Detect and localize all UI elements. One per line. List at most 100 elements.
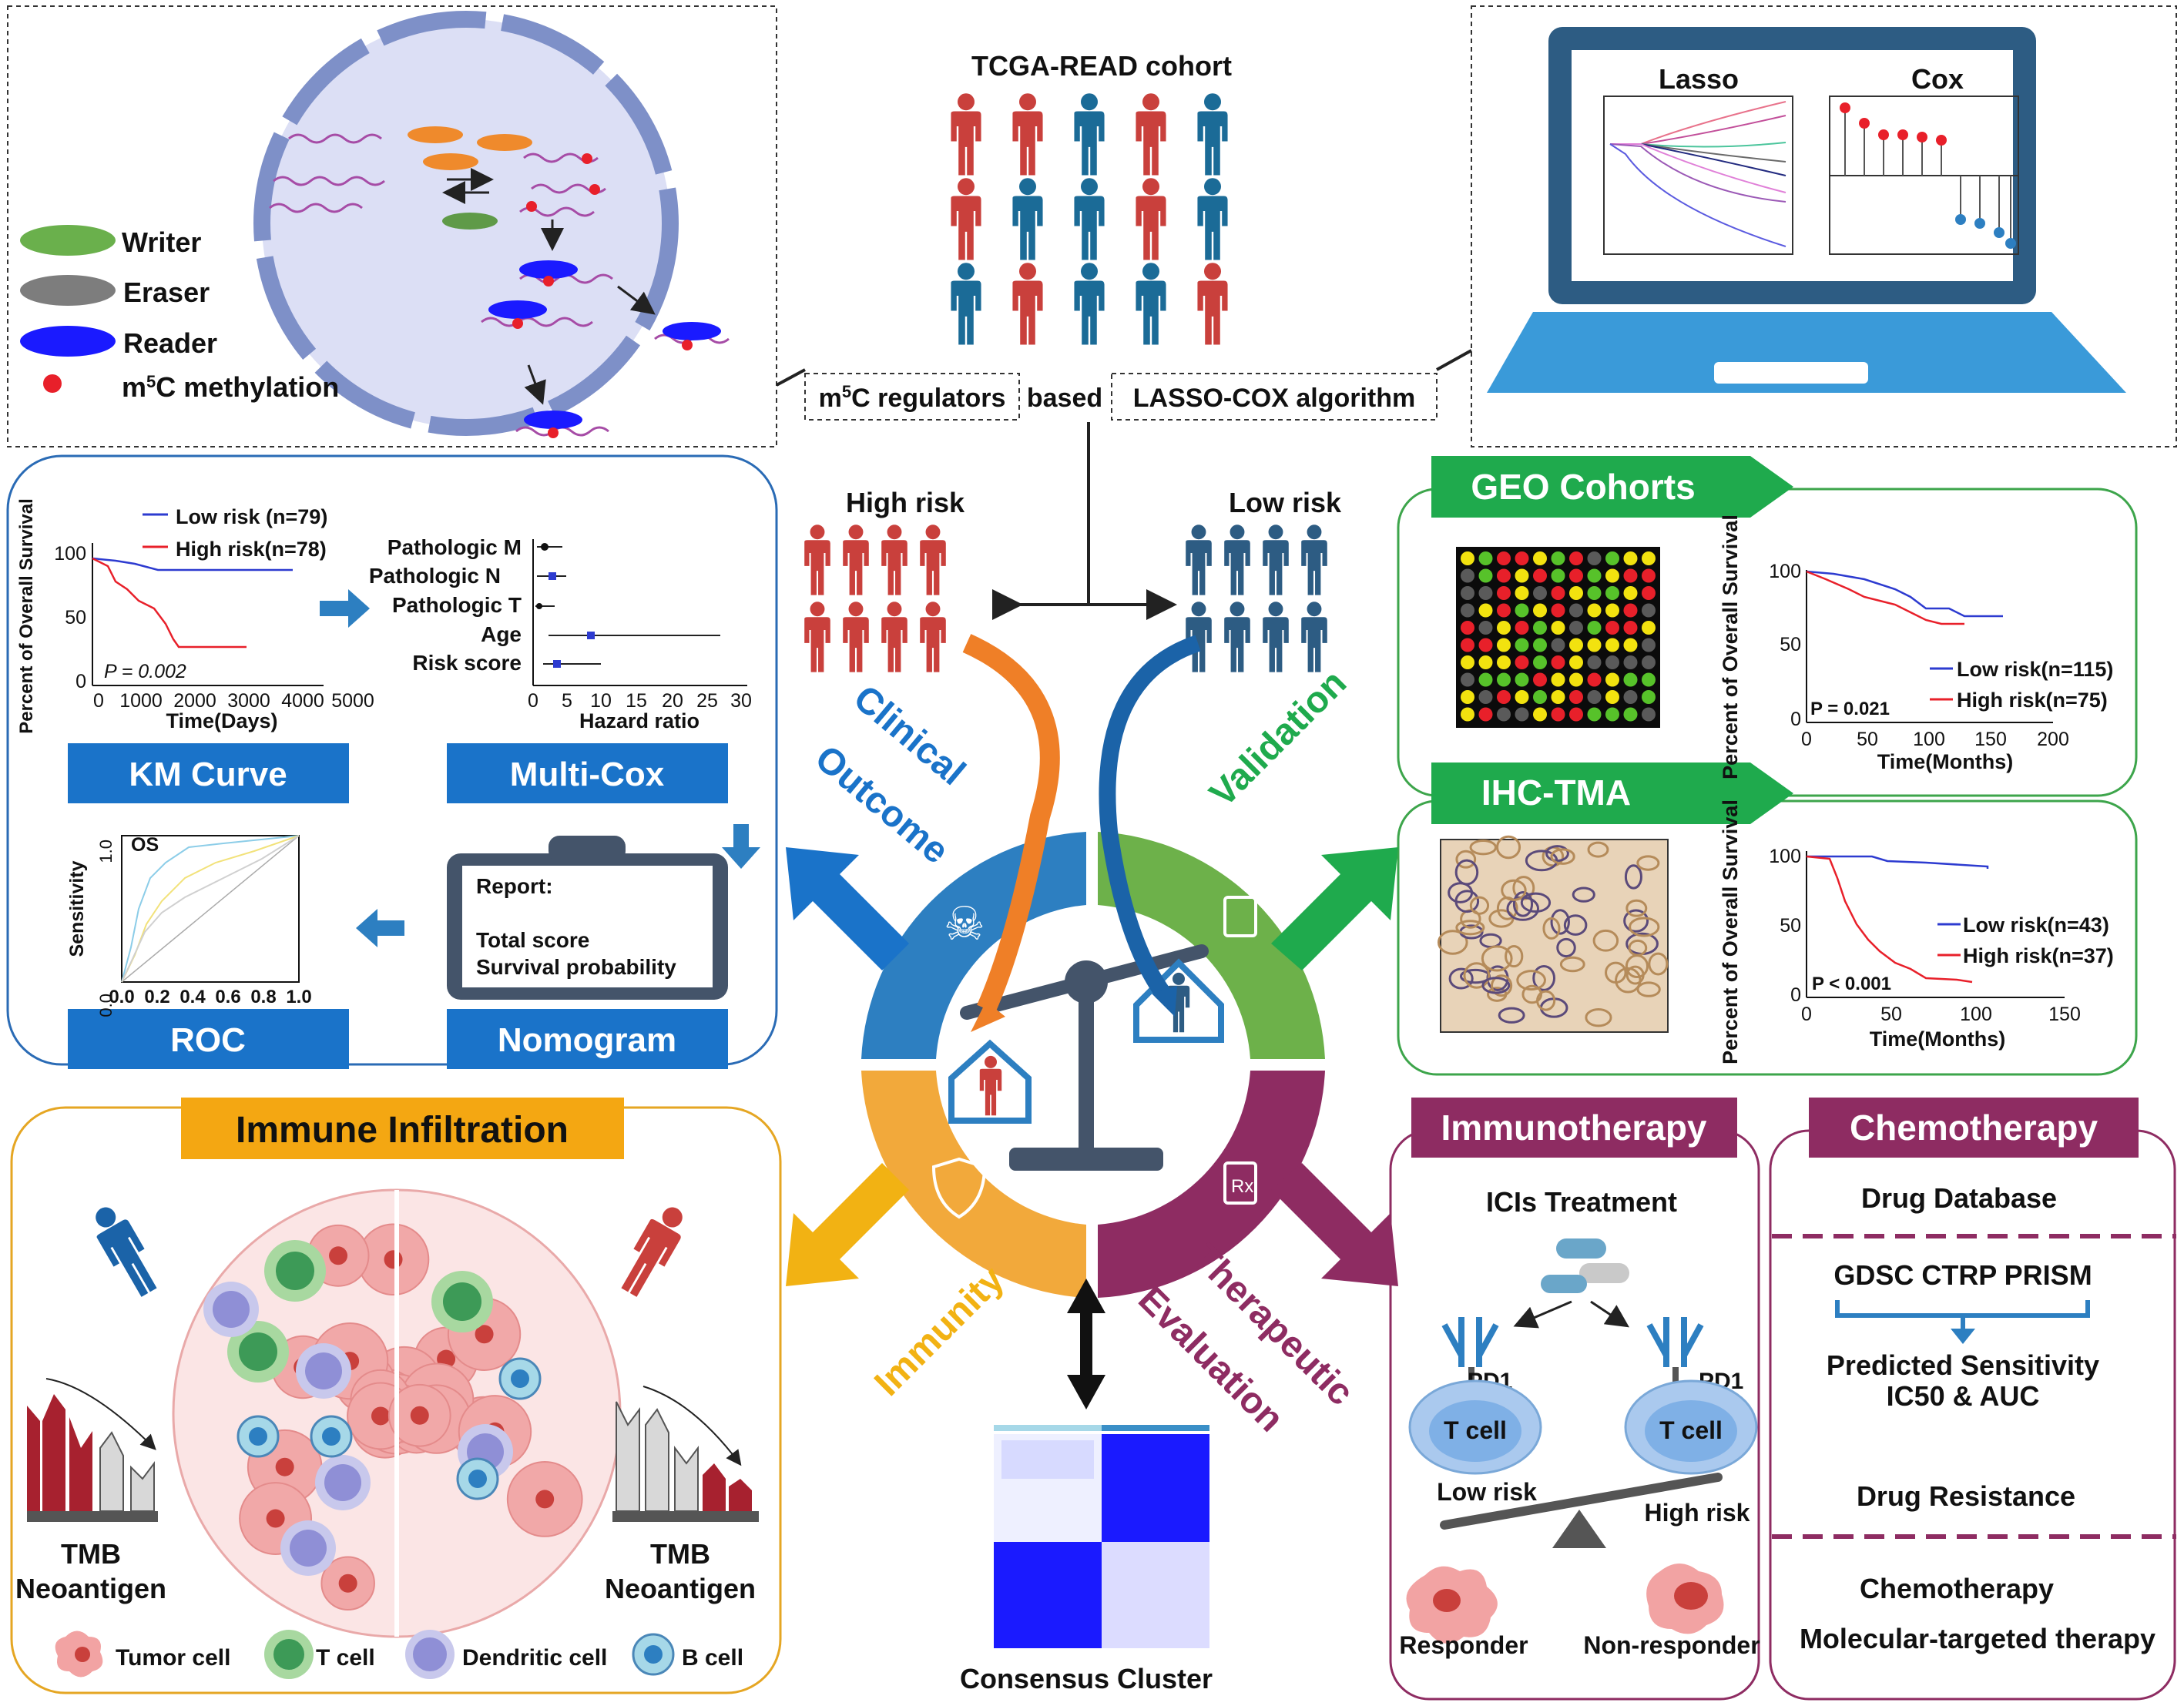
cohort-label-algorithm: LASSO-COX algorithm	[1133, 384, 1415, 413]
ihc-gland	[1615, 967, 1642, 994]
cohort-person	[1136, 93, 1166, 176]
low-risk-person	[1263, 602, 1289, 672]
cohort-crowd	[951, 93, 1228, 345]
km-xlabel: Time(Days)	[166, 709, 277, 732]
microarray-spot	[1569, 672, 1583, 687]
microarray-spot	[1569, 621, 1583, 635]
b-cell-nucleus	[322, 1427, 341, 1446]
legend-dendritic-cell: Dendritic cell	[462, 1645, 607, 1671]
forest-xtick: 15	[626, 690, 647, 712]
microarray-spot	[1551, 707, 1565, 722]
roc-ylabel: Sensitivity	[66, 860, 88, 957]
microarray-spot	[1642, 568, 1656, 583]
microarray-spot	[1478, 551, 1493, 565]
falling-person-high-risk	[613, 1199, 693, 1302]
microarray-spot	[1605, 603, 1619, 618]
immunotherapy-panel: Immunotherapy ICIs Treatment PD1 PD1 T c…	[1389, 1098, 1760, 1701]
roc-xtick: 0.4	[179, 987, 206, 1007]
microarray-spot	[1623, 603, 1638, 618]
falling-person-low-risk	[85, 1199, 165, 1302]
ihc-gland	[1469, 840, 1498, 856]
cohort-person	[1197, 93, 1228, 176]
high-risk-person	[804, 525, 830, 595]
ihc-gland	[1636, 981, 1661, 997]
microarray-spot	[1623, 690, 1638, 704]
low-risk-person	[1301, 525, 1327, 595]
microarray-spot	[1461, 672, 1474, 687]
microarray-spot	[1461, 621, 1474, 635]
consensus-cluster: Consensus Cluster	[960, 1425, 1213, 1694]
microarray-spot	[1461, 638, 1474, 652]
laptop-base	[1487, 312, 2126, 393]
forest-xlabel: Hazard ratio	[579, 709, 699, 732]
icis-treatment: ICIs Treatment	[1486, 1186, 1677, 1218]
geo-xlabel: Time(Months)	[1877, 750, 2014, 773]
cox-title: Cox	[1911, 63, 1964, 95]
cohort-person	[1012, 178, 1043, 260]
low-risk-person	[1186, 525, 1212, 595]
microarray-spot	[1642, 586, 1656, 600]
ihc-gland	[1625, 899, 1648, 917]
ihc-gland	[1448, 967, 1474, 990]
geo-title: GEO Cohorts	[1471, 467, 1695, 507]
ihc-gland	[1625, 954, 1649, 978]
microarray-spot	[1569, 568, 1583, 583]
cohort-title: TCGA-READ cohort	[971, 50, 1232, 82]
high-risk-person	[881, 525, 907, 595]
microarray-spot	[1642, 690, 1656, 704]
laptop-panel: Lasso Cox	[1471, 5, 2177, 447]
microarray-spot	[1478, 603, 1493, 618]
microarray-spot	[1587, 655, 1602, 669]
high-risk-person	[920, 525, 946, 595]
drug-database: Drug Database	[1861, 1182, 2057, 1214]
ihc-gland	[1516, 970, 1546, 991]
microarray-spot	[1587, 568, 1602, 583]
km-legend-high: High risk(n=78)	[176, 538, 327, 561]
low-risk-person	[1263, 525, 1289, 595]
microarray-spot	[1461, 707, 1474, 722]
ihc-gland	[1491, 974, 1513, 997]
balance-scale	[948, 944, 1224, 1171]
ihc-ytick: 100	[1769, 846, 1801, 867]
ihc-gland	[1563, 914, 1588, 936]
microarray-spot	[1461, 690, 1474, 704]
forest-xtick: 25	[696, 690, 718, 712]
forest-xtick: 5	[562, 690, 572, 712]
cox-lollipops	[1840, 102, 2016, 249]
legend-tumor-cell: Tumor cell	[116, 1645, 230, 1671]
lasso-title: Lasso	[1659, 63, 1739, 95]
cohort-person	[1197, 263, 1228, 345]
ihc-gland	[1481, 977, 1511, 994]
microarray-spot	[1497, 603, 1511, 618]
microarray-spot	[1515, 603, 1529, 618]
cohort-person	[1136, 263, 1166, 345]
microarray-spot	[1515, 568, 1529, 583]
microarray-spot	[1461, 551, 1474, 565]
legend-eraser-label: Eraser	[123, 277, 210, 308]
microarray-spot	[1623, 672, 1638, 687]
ihc-ytick: 50	[1780, 915, 1801, 937]
cohort-person	[1012, 93, 1043, 176]
high-risk-person	[881, 602, 907, 672]
geo-pvalue: P = 0.021	[1810, 699, 1890, 719]
microarray-spot	[1478, 707, 1493, 722]
microarray-spot	[1587, 638, 1602, 652]
label-immunity: Immunity	[867, 1259, 1012, 1404]
ihc-gland	[1437, 930, 1468, 955]
ihc-legend-high: High risk(n=37)	[1963, 944, 2114, 967]
tumor-nucleus	[371, 1406, 390, 1426]
microarray-spot	[1478, 568, 1493, 583]
forest-xtick: 0	[528, 690, 538, 712]
km-curve-label: KM Curve	[129, 756, 287, 793]
cohort-person	[951, 178, 981, 260]
legend-b-cell: B cell	[682, 1645, 743, 1671]
dendritic-cell-nucleus	[324, 1464, 361, 1501]
ihc-gland	[1592, 929, 1619, 952]
high-risk-seesaw: High risk	[1645, 1499, 1750, 1527]
b-cell-nucleus	[511, 1369, 529, 1388]
immune-legend: Tumor cell T cell Dendritic cell B cell	[55, 1630, 743, 1679]
tumor-nucleus	[475, 1325, 494, 1344]
cohort-panel: TCGA-READ cohort m5C regulators based LA…	[776, 50, 1472, 421]
roc-title: OS	[131, 834, 159, 856]
microarray-spot	[1623, 586, 1638, 600]
